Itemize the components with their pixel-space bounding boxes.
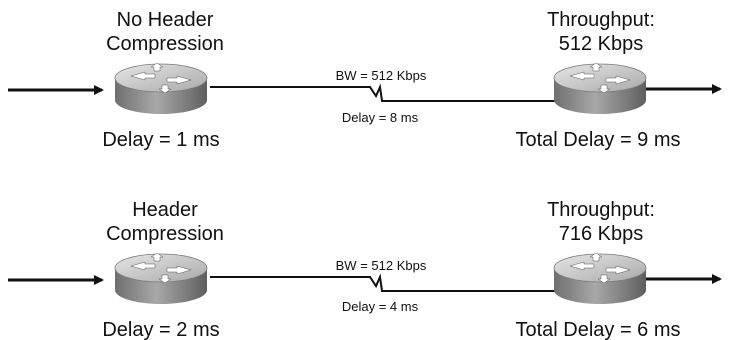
- bandwidth-label: BW = 512 Kbps: [336, 68, 427, 83]
- throughput-value: 716 Kbps: [559, 223, 644, 245]
- scenario-no-compression: No Header Compression Throughput: 512 Kb…: [8, 9, 722, 151]
- router-icon: [114, 252, 208, 305]
- serial-link: [210, 273, 555, 292]
- right-title-line1: Throughput:: [547, 199, 655, 221]
- left-title-line1: No Header: [117, 9, 214, 31]
- total-delay-label: Total Delay = 9 ms: [515, 129, 680, 151]
- router-delay-label: Delay = 1 ms: [102, 129, 219, 151]
- scenario-header-compression: Header Compression Throughput: 716 Kbps …: [8, 199, 722, 340]
- router-icon: [553, 252, 647, 305]
- link-delay-label: Delay = 4 ms: [342, 299, 419, 314]
- total-delay-label: Total Delay = 6 ms: [515, 319, 680, 340]
- left-title-line1: Header: [132, 199, 198, 221]
- bandwidth-label: BW = 512 Kbps: [336, 258, 427, 273]
- right-title-line1: Throughput:: [547, 9, 655, 31]
- left-title-line2: Compression: [106, 223, 224, 245]
- router-delay-label: Delay = 2 ms: [102, 319, 219, 340]
- throughput-value: 512 Kbps: [559, 33, 644, 55]
- left-title-line2: Compression: [106, 33, 224, 55]
- link-delay-label: Delay = 8 ms: [342, 110, 419, 125]
- serial-link: [210, 83, 555, 102]
- router-icon: [114, 62, 208, 115]
- router-icon: [553, 62, 647, 115]
